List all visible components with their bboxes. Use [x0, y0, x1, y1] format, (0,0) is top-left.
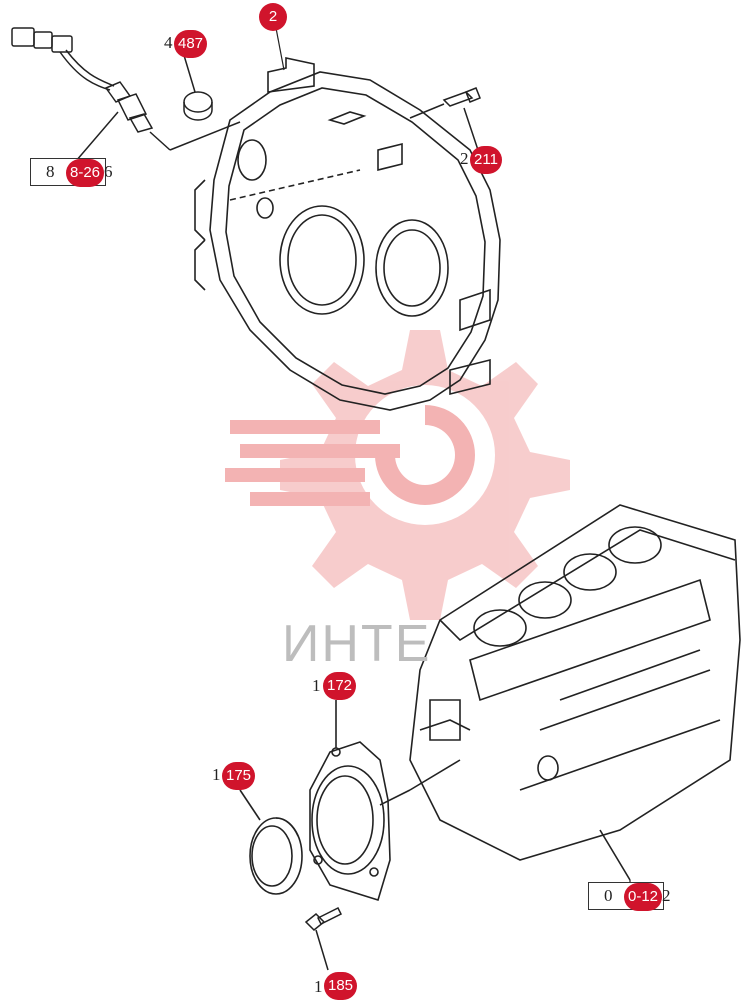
bolt-185: [304, 906, 343, 971]
callout-prefix-8-26: 8: [46, 162, 55, 181]
callout-badge-487[interactable]: 487: [174, 30, 208, 58]
callout-badge-172[interactable]: 172: [323, 672, 357, 700]
callout-badge-211[interactable]: 211: [470, 146, 502, 174]
oil-seal-175: [239, 789, 303, 895]
callout-suffix-0-12: 2: [662, 886, 671, 905]
callout-prefix-211: 2: [460, 149, 469, 168]
watermark-text: ИНТЕ: [282, 615, 432, 673]
callout-suffix-8-26: 6: [104, 162, 113, 181]
callout-badge-2[interactable]: 2: [259, 3, 287, 31]
callout-badge-8-26[interactable]: 8-26: [66, 159, 105, 187]
callout-prefix-185: 1: [314, 977, 323, 996]
flywheel-housing: [194, 57, 501, 411]
callout-prefix-487: 4: [164, 33, 173, 52]
callout-prefix-172: 1: [312, 676, 321, 695]
plug-487: [182, 51, 213, 121]
seal-retainer-172: [309, 700, 461, 902]
callout-badge-175[interactable]: 175: [222, 762, 256, 790]
callout-prefix-0-12: 0: [604, 886, 613, 905]
bolt-211: [409, 87, 481, 151]
callout-prefix-175: 1: [212, 765, 221, 784]
callout-badge-0-12[interactable]: 0-12: [624, 883, 663, 911]
callout-badge-185[interactable]: 185: [324, 972, 358, 1000]
watermark-gear-logo: [225, 330, 570, 620]
cylinder-block: [409, 504, 741, 881]
